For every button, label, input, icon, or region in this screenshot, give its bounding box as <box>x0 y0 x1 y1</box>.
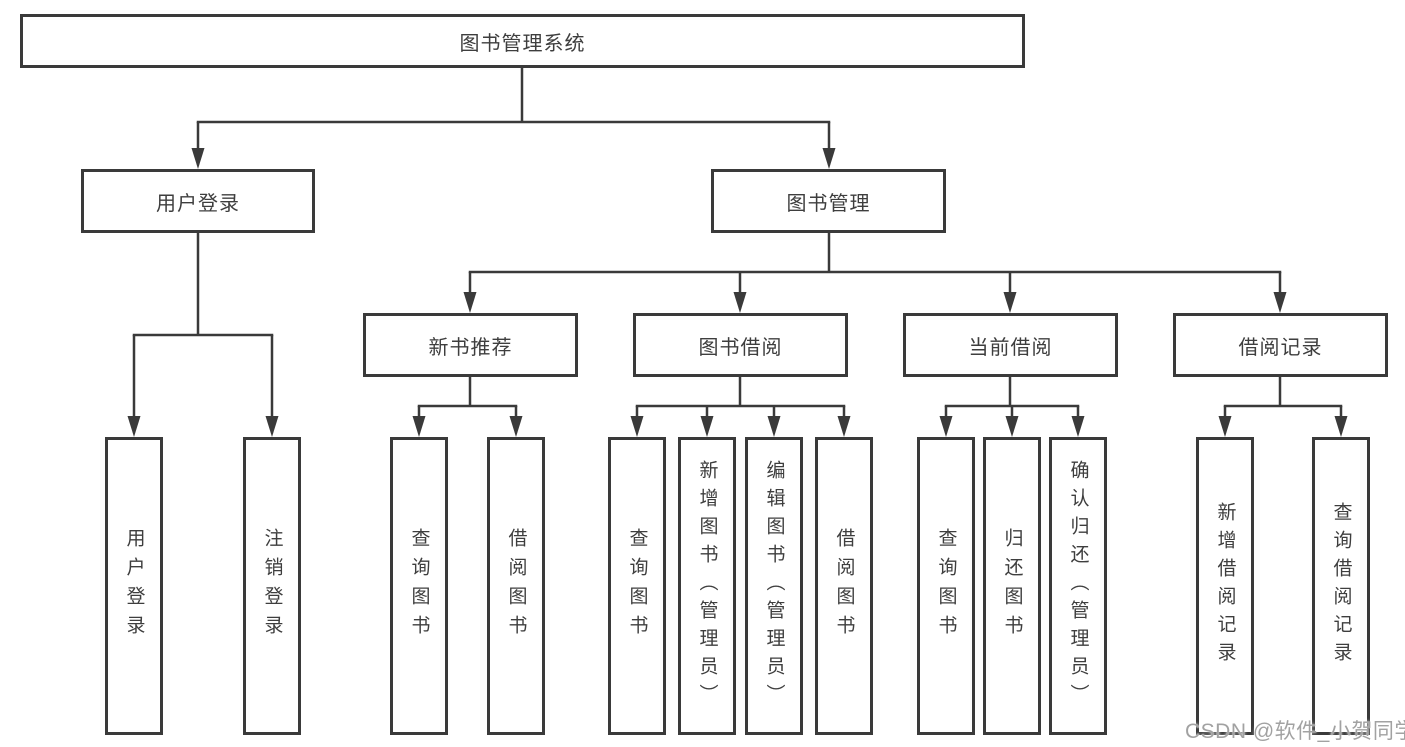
leaf-confirm-return-admin: 确认归还（管理员） <box>1049 437 1107 735</box>
leaf-query-books-borrow-label: 查询图书 <box>626 528 648 644</box>
node-user-login: 用户登录 <box>81 169 315 233</box>
leaf-edit-books-admin: 编辑图书（管理员） <box>745 437 803 735</box>
leaf-return-books: 归还图书 <box>983 437 1041 735</box>
leaf-query-books-current-label: 查询图书 <box>935 528 957 644</box>
node-library-system: 图书管理系统 <box>20 14 1025 68</box>
leaf-borrow-books: 借阅图书 <box>815 437 873 735</box>
node-user-login-label: 用户登录 <box>156 192 240 215</box>
node-library-system-label: 图书管理系统 <box>459 32 586 55</box>
node-current-borrow: 当前借阅 <box>903 313 1118 377</box>
node-borrow-records: 借阅记录 <box>1173 313 1388 377</box>
leaf-logout-label: 注销登录 <box>261 528 283 644</box>
leaf-query-borrow-record-label: 查询借阅记录 <box>1330 502 1352 670</box>
leaf-user-login-label: 用户登录 <box>123 528 145 644</box>
leaf-return-books-label: 归还图书 <box>1001 528 1023 644</box>
leaf-confirm-return-admin-label: 确认归还（管理员） <box>1067 460 1089 712</box>
leaf-query-books-current: 查询图书 <box>917 437 975 735</box>
leaf-user-login: 用户登录 <box>105 437 163 735</box>
node-borrow-records-label: 借阅记录 <box>1238 336 1323 359</box>
node-current-borrow-label: 当前借阅 <box>968 336 1053 359</box>
node-book-borrow-label: 图书借阅 <box>698 336 783 359</box>
node-book-borrow: 图书借阅 <box>633 313 848 377</box>
leaf-add-borrow-record-label: 新增借阅记录 <box>1214 502 1236 670</box>
leaf-add-books-admin: 新增图书（管理员） <box>678 437 736 735</box>
leaf-borrow-books-label: 借阅图书 <box>833 528 855 644</box>
leaf-borrow-books-recommend: 借阅图书 <box>487 437 545 735</box>
arrowheads <box>127 148 1348 437</box>
leaf-borrow-books-recommend-label: 借阅图书 <box>505 528 527 644</box>
node-book-management-label: 图书管理 <box>786 192 871 215</box>
node-new-book-recommend: 新书推荐 <box>363 313 578 377</box>
leaf-add-borrow-record: 新增借阅记录 <box>1196 437 1254 735</box>
node-book-management: 图书管理 <box>711 169 946 233</box>
leaf-add-books-admin-label: 新增图书（管理员） <box>696 460 718 712</box>
leaf-edit-books-admin-label: 编辑图书（管理员） <box>763 460 785 712</box>
node-new-book-recommend-label: 新书推荐 <box>428 336 513 359</box>
leaf-query-books-recommend: 查询图书 <box>390 437 448 735</box>
leaf-logout: 注销登录 <box>243 437 301 735</box>
watermark: CSDN @软件_小贺同学 <box>1185 720 1405 743</box>
leaf-query-books-borrow: 查询图书 <box>608 437 666 735</box>
leaf-query-borrow-record: 查询借阅记录 <box>1312 437 1370 735</box>
leaf-query-books-recommend-label: 查询图书 <box>408 528 430 644</box>
